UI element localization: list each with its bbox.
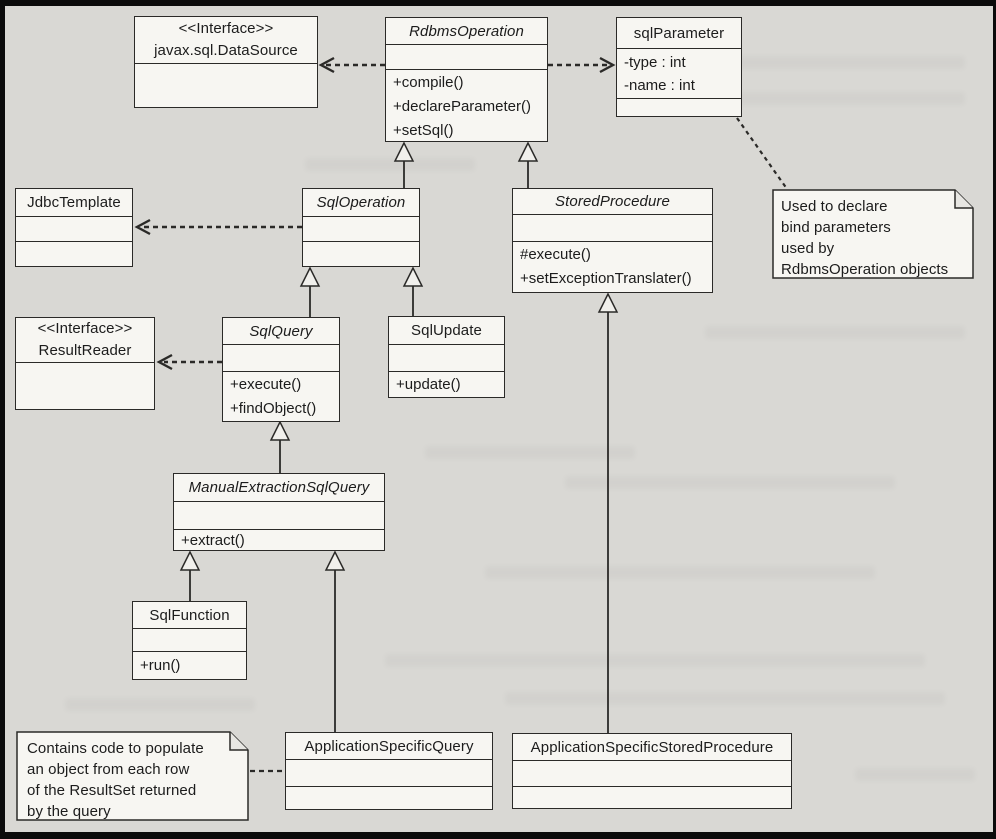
methods-compartment: +extract() [174,529,384,551]
methods-compartment [617,98,741,116]
class-resultreader: <<Interface>> ResultReader [15,317,155,410]
dependency-sqloperation-jdbctemplate [134,218,302,236]
page-bleed-texture [855,768,975,781]
methods-compartment: +execute() +findObject() [223,371,339,421]
note-resultreader-text: Contains code to populate an object from… [27,740,204,820]
class-applicationspecificquery: ApplicationSpecificQuery [285,732,493,810]
page-bleed-texture [385,654,925,667]
class-title: <<Interface>> ResultReader [16,318,154,362]
dependency-rdbmsoperation-datasource [318,56,385,74]
attributes-compartment [133,628,246,651]
class-sqlfunction: SqlFunction +run() [132,601,247,680]
class-datasource: <<Interface>> javax.sql.DataSource [134,16,318,108]
methods-compartment [16,241,132,266]
page-bleed-texture [65,698,255,711]
class-title: JdbcTemplate [27,194,121,211]
class-sqlparameter: sqlParameter -type : int -name : int [616,17,742,117]
class-title: ApplicationSpecificStoredProcedure [530,738,774,756]
attributes-compartment [223,344,339,371]
dependency-rdbmsoperation-sqlparameter [548,56,616,74]
attributes-compartment [513,214,712,241]
class-name: ResultReader [38,342,132,359]
method: +declareParameter() [393,98,531,115]
empty-compartment [16,362,154,409]
method: +findObject() [230,400,317,417]
note-sqlparameter-text: Used to declare bind parameters used by … [781,198,949,278]
attributes-compartment [174,501,384,529]
methods-compartment: +update() [389,371,504,397]
class-title: SqlFunction [149,606,230,624]
page-bleed-texture [705,326,965,339]
method: +run() [140,657,181,674]
class-title: SqlOperation [316,194,406,211]
methods-compartment: #execute() +setExceptionTranslater() [513,241,712,292]
class-title: SqlUpdate [411,322,482,339]
method: +extract() [181,532,245,549]
generalization-sqloperation-rdbmsoperation [393,141,415,188]
class-rdbmsoperation: RdbmsOperation +compile() +declareParame… [385,17,548,142]
note-shape-resultreader [16,731,249,821]
attributes-compartment [389,344,504,371]
class-title: ApplicationSpecificQuery [304,737,474,755]
stereotype-label: <<Interface>> [37,320,133,337]
method: +execute() [230,376,302,393]
class-manualextractionsqlquery: ManualExtractionSqlQuery +extract() [173,473,385,551]
empty-compartment [135,63,317,107]
method: +compile() [393,74,464,91]
dependency-sqlquery-resultreader [156,353,222,371]
attributes-compartment [303,216,419,241]
note-link-sqlparameter [736,117,788,190]
methods-compartment [286,786,492,809]
page-bleed-texture [485,566,875,579]
generalization-sqlquery-sqloperation [299,266,321,317]
attribute: -type : int [624,54,686,71]
generalization-assp-storedprocedure [597,292,619,733]
class-title: SqlQuery [249,322,313,340]
methods-compartment [303,241,419,266]
class-jdbctemplate: JdbcTemplate [15,188,133,267]
method: +setExceptionTranslater() [520,270,692,287]
generalization-asq-mesq [324,550,346,732]
methods-compartment: +run() [133,651,246,679]
class-title: sqlParameter [633,24,725,42]
class-sqloperation: SqlOperation [302,188,420,267]
class-applicationspecificstoredprocedure: ApplicationSpecificStoredProcedure [512,733,792,809]
generalization-storedprocedure-rdbmsoperation [517,141,539,188]
stereotype-label: <<Interface>> [178,20,274,37]
class-sqlquery: SqlQuery +execute() +findObject() [222,317,340,422]
attributes-compartment: -type : int -name : int [617,48,741,98]
class-sqlupdate: SqlUpdate +update() [388,316,505,398]
generalization-sqlfunction-mesq [179,550,201,601]
class-title: ManualExtractionSqlQuery [188,479,370,496]
note-shape-sqlparameter [772,189,974,279]
attributes-compartment [286,759,492,786]
method: +setSql() [393,122,454,139]
page-bleed-texture [425,446,635,459]
page-bleed-texture [505,692,945,705]
page-bleed-texture [305,158,475,171]
methods-compartment [513,786,791,808]
class-title: RdbmsOperation [409,22,524,40]
class-storedprocedure: StoredProcedure #execute() +setException… [512,188,713,293]
methods-compartment: +compile() +declareParameter() +setSql() [386,69,547,143]
attributes-compartment [513,760,791,786]
class-title: <<Interface>> javax.sql.DataSource [135,17,317,63]
class-title: StoredProcedure [555,193,670,210]
attribute: -name : int [624,77,695,94]
method: #execute() [520,246,591,263]
page-bleed-texture [565,476,895,489]
method: +update() [396,376,461,393]
class-name: javax.sql.DataSource [154,42,298,59]
generalization-sqlupdate-sqloperation [402,266,424,316]
generalization-mesq-sqlquery [269,420,291,473]
attributes-compartment [16,216,132,241]
attributes-compartment [386,44,547,69]
